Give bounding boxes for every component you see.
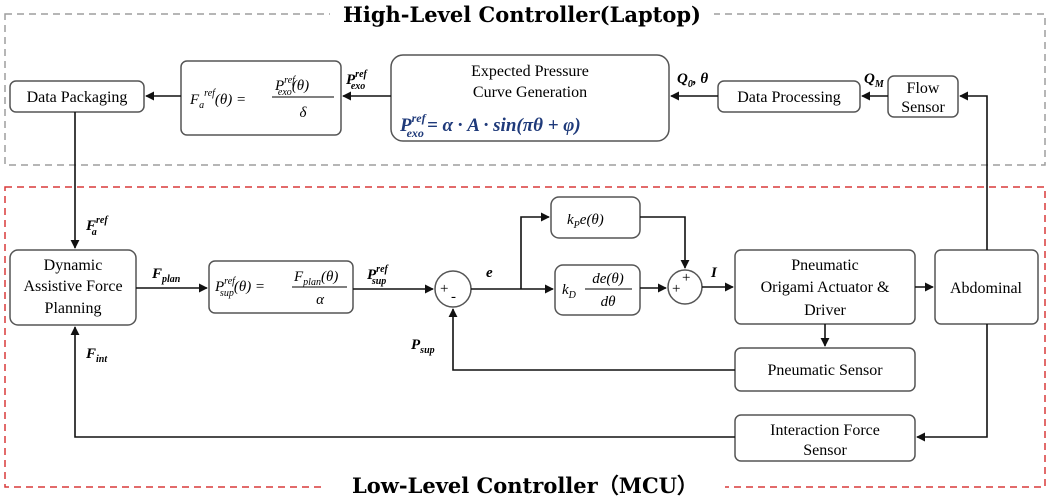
data-packaging-block: [9, 80, 145, 113]
low-level-title-bg: [325, 474, 725, 499]
expected-pressure-block: [390, 54, 670, 142]
kd-coefficient: kD: [562, 282, 577, 301]
interaction-feedback-wire: [70, 326, 735, 438]
expected-pressure-label-2: Curve Generation: [473, 84, 587, 101]
support-pressure-block: [208, 260, 354, 314]
signal-current: I: [710, 265, 718, 281]
expected-pressure-label-1: Expected Pressure: [471, 63, 589, 80]
kp-term: kPe(θ): [567, 212, 604, 231]
interaction-sensor-block: [734, 414, 916, 462]
data-processing-label: Data Processing: [737, 89, 841, 106]
signal-q0-theta: Q0, θ: [677, 71, 708, 90]
kd-block: [554, 264, 641, 316]
force-ref-block: [180, 60, 342, 136]
actuator-label-2: Origami Actuator &: [761, 279, 890, 296]
flow-sensor-label-1: Flow: [907, 80, 940, 97]
dynamic-planning-label-2: Assistive Force: [23, 278, 122, 295]
split-to-kp-wire: [520, 212, 550, 289]
support-pressure-denominator: α: [316, 292, 325, 308]
high-level-title: High-Level Controller(Laptop): [343, 2, 701, 27]
interaction-sensor-label-2: Sensor: [803, 442, 847, 459]
signal-error: e: [486, 265, 493, 281]
kd-numerator: de(θ): [592, 271, 624, 287]
dynamic-planning-label-1: Dynamic: [44, 257, 103, 274]
signal-f-plan: Fplan: [151, 266, 181, 285]
flow-sensor-label-2: Sensor: [901, 99, 945, 116]
abdominal-label: Abdominal: [950, 280, 1023, 297]
actuator-label-1: Pneumatic: [791, 257, 859, 274]
kp-to-sum2-wire: [640, 216, 690, 269]
abdominal-to-flow-sensor-wire: [959, 91, 988, 250]
sum1-plus-sign: +: [440, 281, 448, 297]
abdominal-to-interaction-wire: [916, 324, 988, 442]
interaction-sensor-label-1: Interaction Force: [770, 422, 880, 439]
sum2-plus-left: +: [672, 281, 680, 297]
force-ref-lhs: Faref(θ) =: [189, 88, 246, 111]
signal-f-int: Fint: [85, 346, 108, 365]
pneumatic-feedback-wire: [448, 308, 735, 371]
sum1-minus-sign: -: [451, 289, 456, 305]
force-ref-denominator: δ: [300, 105, 308, 121]
dynamic-planning-label-3: Planning: [45, 300, 102, 317]
signal-qm: QM: [864, 71, 885, 90]
kd-denominator: dθ: [601, 294, 617, 310]
support-pressure-numerator: Fplan(θ): [293, 269, 338, 288]
high-level-title-bg: [330, 2, 714, 28]
low-level-title: Low-Level Controller（MCU）: [352, 473, 698, 498]
signal-p-sup: Psup: [411, 337, 435, 356]
sum2-plus-top: +: [682, 270, 690, 286]
actuator-label-3: Driver: [804, 302, 846, 319]
pneumatic-sensor-label: Pneumatic Sensor: [767, 362, 883, 379]
data-packaging-label: Data Packaging: [27, 89, 128, 106]
